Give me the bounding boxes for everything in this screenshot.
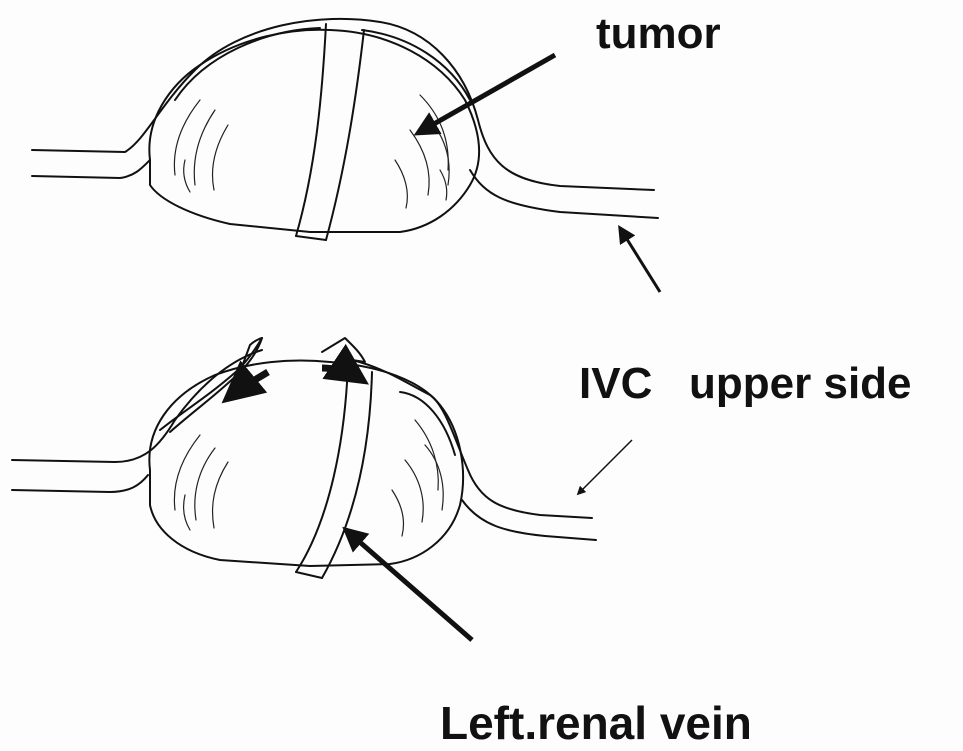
top-renal-vein-left-edge (296, 24, 326, 236)
left-renal-vein-label: Left.renal vein (440, 700, 752, 746)
tumor-label: tumor (596, 12, 721, 56)
top-tumor-outline (149, 30, 479, 232)
top-drawing (32, 19, 660, 292)
bottom-renal-vein-end (296, 572, 322, 578)
bottom-inner-wall-right (400, 392, 455, 455)
bottom-drawing (12, 338, 632, 640)
tumor-arrow (418, 55, 555, 133)
renal-vein-arrow (346, 530, 472, 640)
ivc-upper-side-label: IVC upper side (579, 362, 912, 406)
ivc-upper-arrow (620, 228, 660, 292)
bottom-right-flap (322, 338, 365, 362)
bottom-tumor-hatching (174, 420, 443, 536)
top-tumor-hatching (174, 95, 449, 208)
top-ivc-lower-wall (32, 160, 658, 218)
top-renal-vein-right-edge (326, 30, 364, 240)
top-inner-wall (175, 28, 470, 100)
ivc-lower-arrow (578, 440, 632, 494)
right-dissection-arrow (322, 368, 362, 380)
left-dissection-arrow (228, 372, 268, 398)
bottom-ivc-upper-wall-right (352, 360, 592, 518)
bottom-ivc-upper-wall (12, 350, 262, 462)
bottom-tumor-outline (149, 361, 463, 566)
top-renal-vein-end (296, 236, 326, 240)
